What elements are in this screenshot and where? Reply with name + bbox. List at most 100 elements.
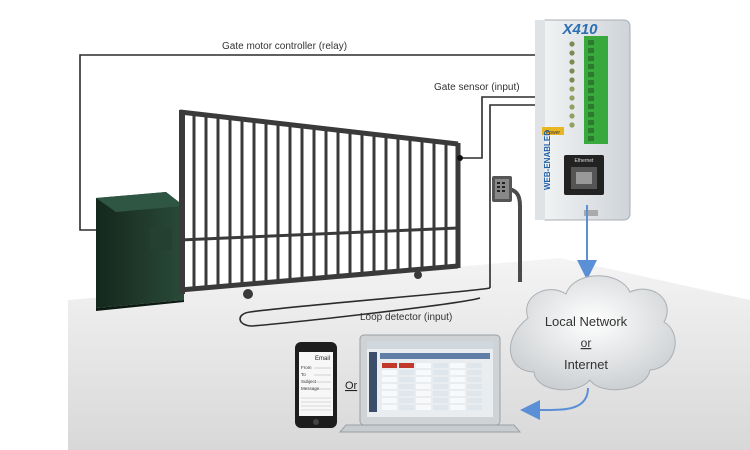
screen-cell (467, 377, 482, 382)
screen-cell (433, 370, 448, 375)
status-led (569, 95, 575, 101)
motor-wire (79, 54, 548, 231)
screen-cell (450, 391, 465, 396)
phone-field-label: From (301, 365, 312, 370)
cloud-line1: Local Network (545, 314, 628, 329)
screen-cell (399, 391, 414, 396)
terminal-screw (588, 136, 594, 141)
laptop-screen-table (382, 363, 482, 410)
terminal-screw (588, 120, 594, 125)
wires (79, 54, 548, 327)
screen-cell (433, 363, 448, 368)
screen-cell (450, 370, 465, 375)
screen-cell (416, 384, 431, 389)
terminal-screw (588, 56, 594, 61)
sensor-wire (462, 96, 548, 159)
terminal-screw (588, 72, 594, 77)
screen-cell (467, 370, 482, 375)
terminal-screw (588, 112, 594, 117)
screen-cell (382, 391, 397, 396)
status-led (569, 41, 575, 47)
gate-bars (192, 113, 448, 289)
motor-controller-label: Gate motor controller (relay) (222, 41, 347, 52)
screen-cell (382, 363, 397, 368)
screen-cell (450, 398, 465, 403)
screen-cell (399, 377, 414, 382)
cloud-line2: or (581, 336, 592, 350)
loop-detector-coil (239, 287, 491, 327)
gate-wheel-right (414, 271, 422, 279)
device-power-label: Power (546, 130, 561, 136)
gate-top-rail (179, 109, 459, 147)
screen-cell (399, 363, 414, 368)
phone-email-header: Email (315, 356, 330, 362)
terminal-screw (588, 128, 594, 133)
cloud-to-laptop-arrow (520, 387, 589, 420)
terminal-screw (588, 88, 594, 93)
screen-cell (467, 363, 482, 368)
screen-cell (399, 405, 414, 410)
screen-cell (382, 398, 397, 403)
status-led (569, 122, 575, 128)
screen-cell (467, 384, 482, 389)
status-led (569, 86, 575, 92)
terminal-screw (588, 96, 594, 101)
screen-cell (399, 370, 414, 375)
screen-cell (416, 405, 431, 410)
device-ethernet-label: Ethernet (575, 158, 595, 164)
screen-cell (382, 370, 397, 375)
cloud-line3: Internet (564, 357, 608, 372)
device-brand: X410 (561, 21, 598, 38)
screen-cell (416, 391, 431, 396)
status-led (569, 50, 575, 56)
network-cloud: Local Network or Internet (510, 275, 676, 391)
screen-cell (433, 398, 448, 403)
screen-cell (382, 377, 397, 382)
status-led (569, 113, 575, 119)
terminal-screw (588, 40, 594, 45)
status-led (569, 77, 575, 83)
screen-cell (433, 384, 448, 389)
phone-field-label: Message (301, 386, 320, 391)
loop-wire (489, 104, 548, 288)
screen-cell (433, 377, 448, 382)
gate-mid-rail (179, 226, 459, 242)
status-led (569, 59, 575, 65)
screen-cell (467, 391, 482, 396)
terminal-block (584, 36, 608, 144)
status-leds (569, 41, 575, 128)
screen-cell (433, 391, 448, 396)
screen-cell (450, 384, 465, 389)
screen-cell (416, 377, 431, 382)
terminal-screws (588, 40, 594, 141)
terminal-screw (588, 104, 594, 109)
screen-cell (382, 405, 397, 410)
terminal-screw (588, 64, 594, 69)
screen-cell (416, 370, 431, 375)
x410-device: X410 Power Ethernet WEB-ENABLED (535, 19, 631, 221)
status-led (569, 68, 575, 74)
gate-wheel-left (243, 289, 253, 299)
phone-field-label: To (301, 372, 306, 377)
screen-cell (467, 405, 482, 410)
or-label: Or (345, 380, 358, 392)
gate-motor-box (96, 192, 184, 311)
status-led (569, 104, 575, 110)
screen-cell (450, 363, 465, 368)
keypad-icon (497, 182, 505, 192)
keypad-post (492, 176, 522, 282)
terminal-screw (588, 80, 594, 85)
screen-cell (433, 405, 448, 410)
screen-cell (399, 398, 414, 403)
phone-field-label: Subject (301, 379, 317, 384)
loop-detector-label: Loop detector (input) (360, 312, 452, 323)
sliding-gate (179, 109, 461, 294)
screen-cell (416, 398, 431, 403)
screen-cell (416, 363, 431, 368)
screen-cell (382, 384, 397, 389)
gate-bottom-rail (179, 263, 459, 293)
